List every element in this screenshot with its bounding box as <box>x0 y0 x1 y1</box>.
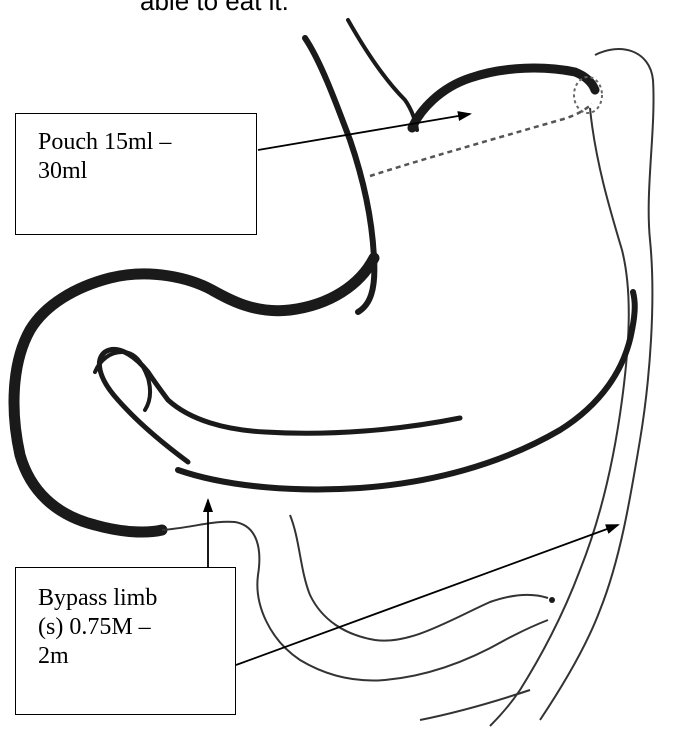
esophagus-right-wall <box>348 20 417 130</box>
bypass-label-line-2: (s) 0.75M – <box>38 613 217 642</box>
pouch-arrow <box>258 114 470 150</box>
stomach-greater-curve <box>178 292 635 489</box>
anastomosis-dot <box>549 597 555 603</box>
bypass-label-line-3: 2m <box>38 642 217 671</box>
duodenum-limb-inner <box>290 515 548 641</box>
stomach-lesser-curve <box>99 349 460 462</box>
bypass-label-line-1: Bypass limb <box>38 584 217 613</box>
staple-line <box>370 104 592 176</box>
bypass-arrow-right <box>236 525 618 665</box>
bypass-label-box: Bypass limb (s) 0.75M – 2m <box>15 567 236 715</box>
lower-limb-tail <box>420 690 530 720</box>
pouch-label-line-1: Pouch 15ml – <box>38 128 238 157</box>
jejunal-connection <box>385 620 548 680</box>
roux-limb-inner <box>490 108 629 726</box>
pouch-label-box: Pouch 15ml – 30ml <box>15 113 257 235</box>
pouch-label-line-2: 30ml <box>38 157 238 186</box>
